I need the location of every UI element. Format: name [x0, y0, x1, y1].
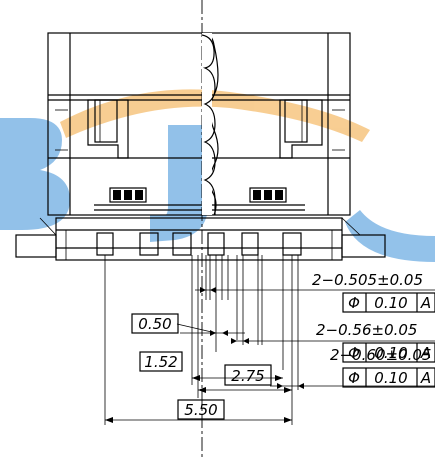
- callout-3: 2−0.60±0.05 Φ 0.10 A: [330, 346, 435, 388]
- watermark-c-shape: [345, 210, 435, 262]
- fcf-3-tolerance: 0.10: [374, 369, 407, 387]
- fcf-2: [342, 342, 435, 363]
- dim-pitch: 0.50: [131, 313, 179, 334]
- contact-window-left: [109, 187, 147, 203]
- dimension-lines: [105, 287, 435, 423]
- connector-base: [15, 217, 386, 261]
- watermark-j-shape: [150, 125, 208, 242]
- watermark-arc: [60, 89, 370, 142]
- latch-right: [279, 99, 345, 159]
- fcf-1-symbol: Φ: [348, 294, 360, 312]
- dim-pitch-text: 0.50: [138, 315, 171, 333]
- callout-1: 2−0.505±0.05 Φ 0.10 A: [312, 271, 435, 313]
- dim-1-52: 1.52: [139, 351, 183, 372]
- fcf-2-symbol: Φ: [348, 344, 360, 362]
- fcf-1-tolerance: 0.10: [374, 294, 407, 312]
- pin-row: [65, 230, 333, 260]
- callout-2-label: 2−0.56±0.05: [316, 321, 417, 339]
- dim-2-75: 2.75: [224, 364, 272, 386]
- fcf-2-tolerance: 0.10: [374, 344, 407, 362]
- connector-housing: [47, 32, 351, 216]
- callout-3-label: 2−0.60±0.05: [330, 346, 431, 364]
- extension-lines: [104, 255, 299, 425]
- fcf-2-datum: A: [420, 344, 431, 362]
- housing-outline: [47, 32, 351, 216]
- contact-window-right: [249, 187, 287, 203]
- dim-2-75-text: 2.75: [231, 367, 264, 385]
- fcf-1: [342, 292, 435, 313]
- callout-1-label: 2−0.505±0.05: [312, 271, 423, 289]
- latch-left: [55, 99, 129, 159]
- callout-2: 2−0.56±0.05 Φ 0.10 A: [316, 321, 435, 363]
- fcf-3-datum: A: [420, 369, 431, 387]
- dim-1-52-text: 1.52: [144, 353, 177, 371]
- watermark: [0, 89, 435, 262]
- base-tab-left: [15, 234, 57, 258]
- fcf-3: [342, 367, 435, 388]
- break-curve: [201, 34, 216, 215]
- dim-5-50-text: 5.50: [184, 401, 217, 419]
- watermark-b-shape: [0, 118, 70, 230]
- base-body: [55, 217, 343, 261]
- fcf-1-datum: A: [420, 294, 431, 312]
- fcf-3-symbol: Φ: [348, 369, 360, 387]
- dim-5-50: 5.50: [177, 399, 225, 420]
